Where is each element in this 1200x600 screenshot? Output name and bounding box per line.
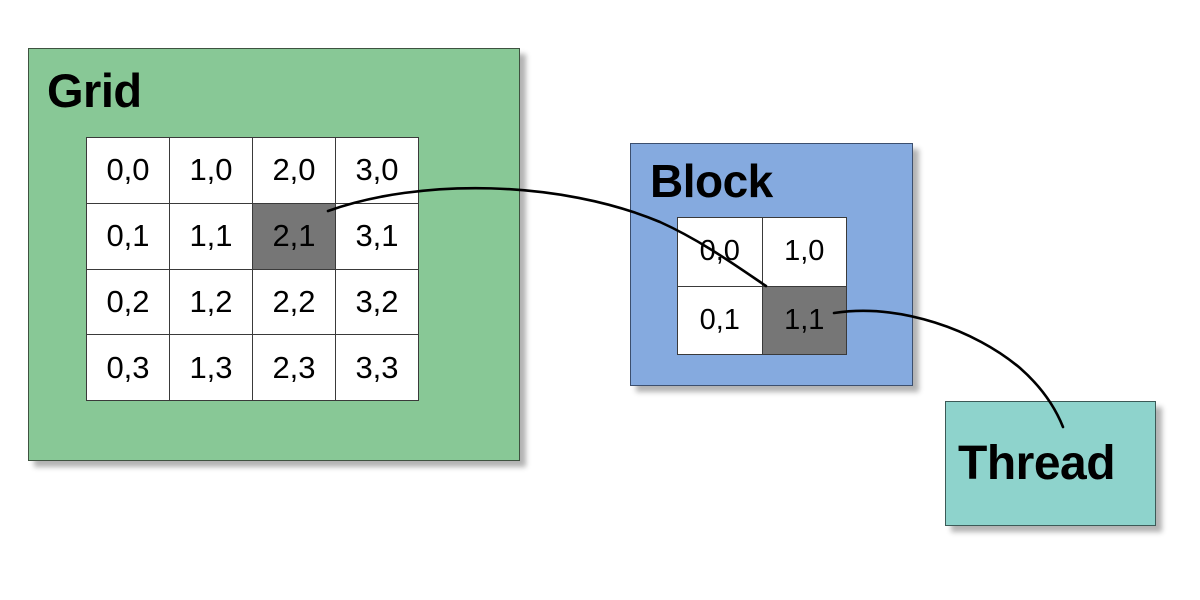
grid-cell[interactable]: 3,3 — [336, 335, 419, 401]
grid-cell[interactable]: 0,0 — [87, 138, 170, 204]
grid-cell[interactable]: 0,3 — [87, 335, 170, 401]
block-cell[interactable]: 0,1 — [678, 286, 763, 355]
grid-cell[interactable]: 3,1 — [336, 203, 419, 270]
grid-cell[interactable]: 1,3 — [170, 335, 253, 401]
grid-cell[interactable]: 3,2 — [336, 269, 419, 336]
grid-cell[interactable]: 0,1 — [87, 203, 170, 270]
grid-cell-table: 0,0 1,0 2,0 3,0 0,1 1,1 2,1 3,1 0,2 1,2 … — [86, 137, 419, 401]
block-cell-table: 0,0 1,0 0,1 1,1 — [677, 217, 847, 355]
block-cell[interactable]: 0,0 — [678, 218, 763, 287]
grid-cell[interactable]: 2,0 — [253, 138, 336, 204]
grid-title: Grid — [47, 64, 142, 117]
grid-cell[interactable]: 1,2 — [170, 269, 253, 336]
grid-cell[interactable]: 1,1 — [170, 203, 253, 270]
grid-cell[interactable]: 2,2 — [253, 269, 336, 336]
grid-cell[interactable]: 3,0 — [336, 138, 419, 204]
grid-cell[interactable]: 1,0 — [170, 138, 253, 204]
grid-cell-highlighted[interactable]: 2,1 — [253, 203, 336, 270]
block-cell[interactable]: 1,0 — [762, 218, 847, 287]
thread-title: Thread — [958, 437, 1116, 490]
grid-cell[interactable]: 2,3 — [253, 335, 336, 401]
block-cell-highlighted[interactable]: 1,1 — [762, 286, 847, 355]
grid-cell[interactable]: 0,2 — [87, 269, 170, 336]
block-title: Block — [650, 155, 773, 207]
